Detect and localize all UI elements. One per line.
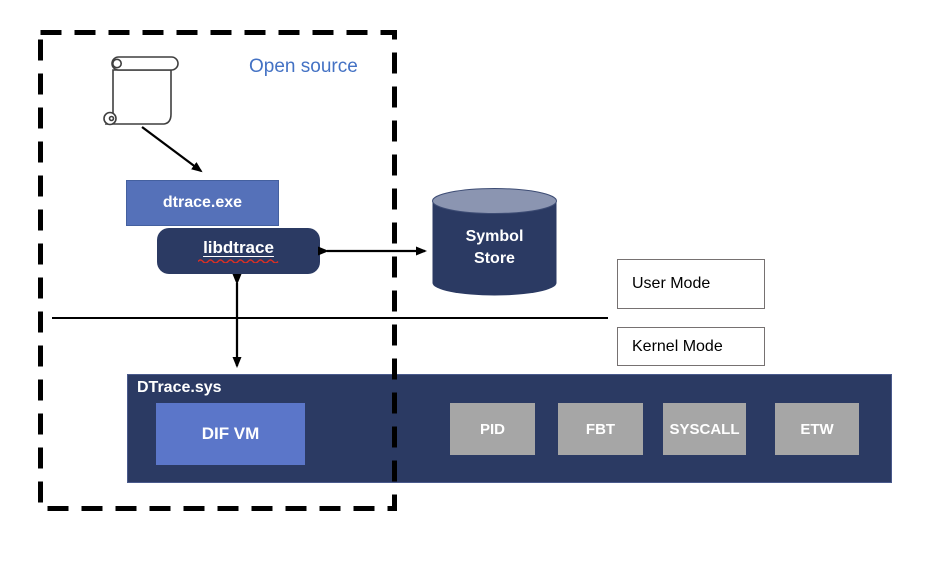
user-mode-box: User Mode — [617, 259, 765, 309]
cylinder-top — [432, 188, 557, 214]
arrow-script-to-dtrace — [141, 126, 203, 173]
libdtrace-box: libdtrace — [157, 228, 320, 274]
kernel-mode-box: Kernel Mode — [617, 327, 765, 366]
kernel-mode-label: Kernel Mode — [632, 337, 723, 355]
provider-label: PID — [479, 420, 505, 438]
dtrace-sys-label: DTrace.sys — [137, 379, 222, 396]
provider-label: FBT — [585, 420, 616, 438]
provider-box-etw: ETW — [775, 403, 859, 455]
dif-vm-box: DIF VM — [156, 403, 305, 465]
dif-vm-label: DIF VM — [201, 424, 260, 443]
symbol-store-label: Symbol Store — [465, 228, 524, 267]
user-mode-label: User Mode — [632, 275, 711, 292]
provider-box-syscall: SYSCALL — [663, 403, 746, 455]
provider-label: SYSCALL — [669, 420, 740, 438]
spellcheck-squiggle-icon — [197, 259, 279, 263]
dtrace-exe-box: dtrace.exe — [126, 180, 279, 226]
libdtrace-label: libdtrace — [203, 238, 274, 258]
open-source-label: Open source — [249, 56, 358, 77]
provider-label: ETW — [800, 420, 834, 438]
provider-box-pid: PID — [450, 403, 535, 455]
provider-box-fbt: FBT — [558, 403, 643, 455]
d-script-label: .d — [130, 80, 146, 100]
dtrace-exe-label: dtrace.exe — [162, 194, 243, 211]
